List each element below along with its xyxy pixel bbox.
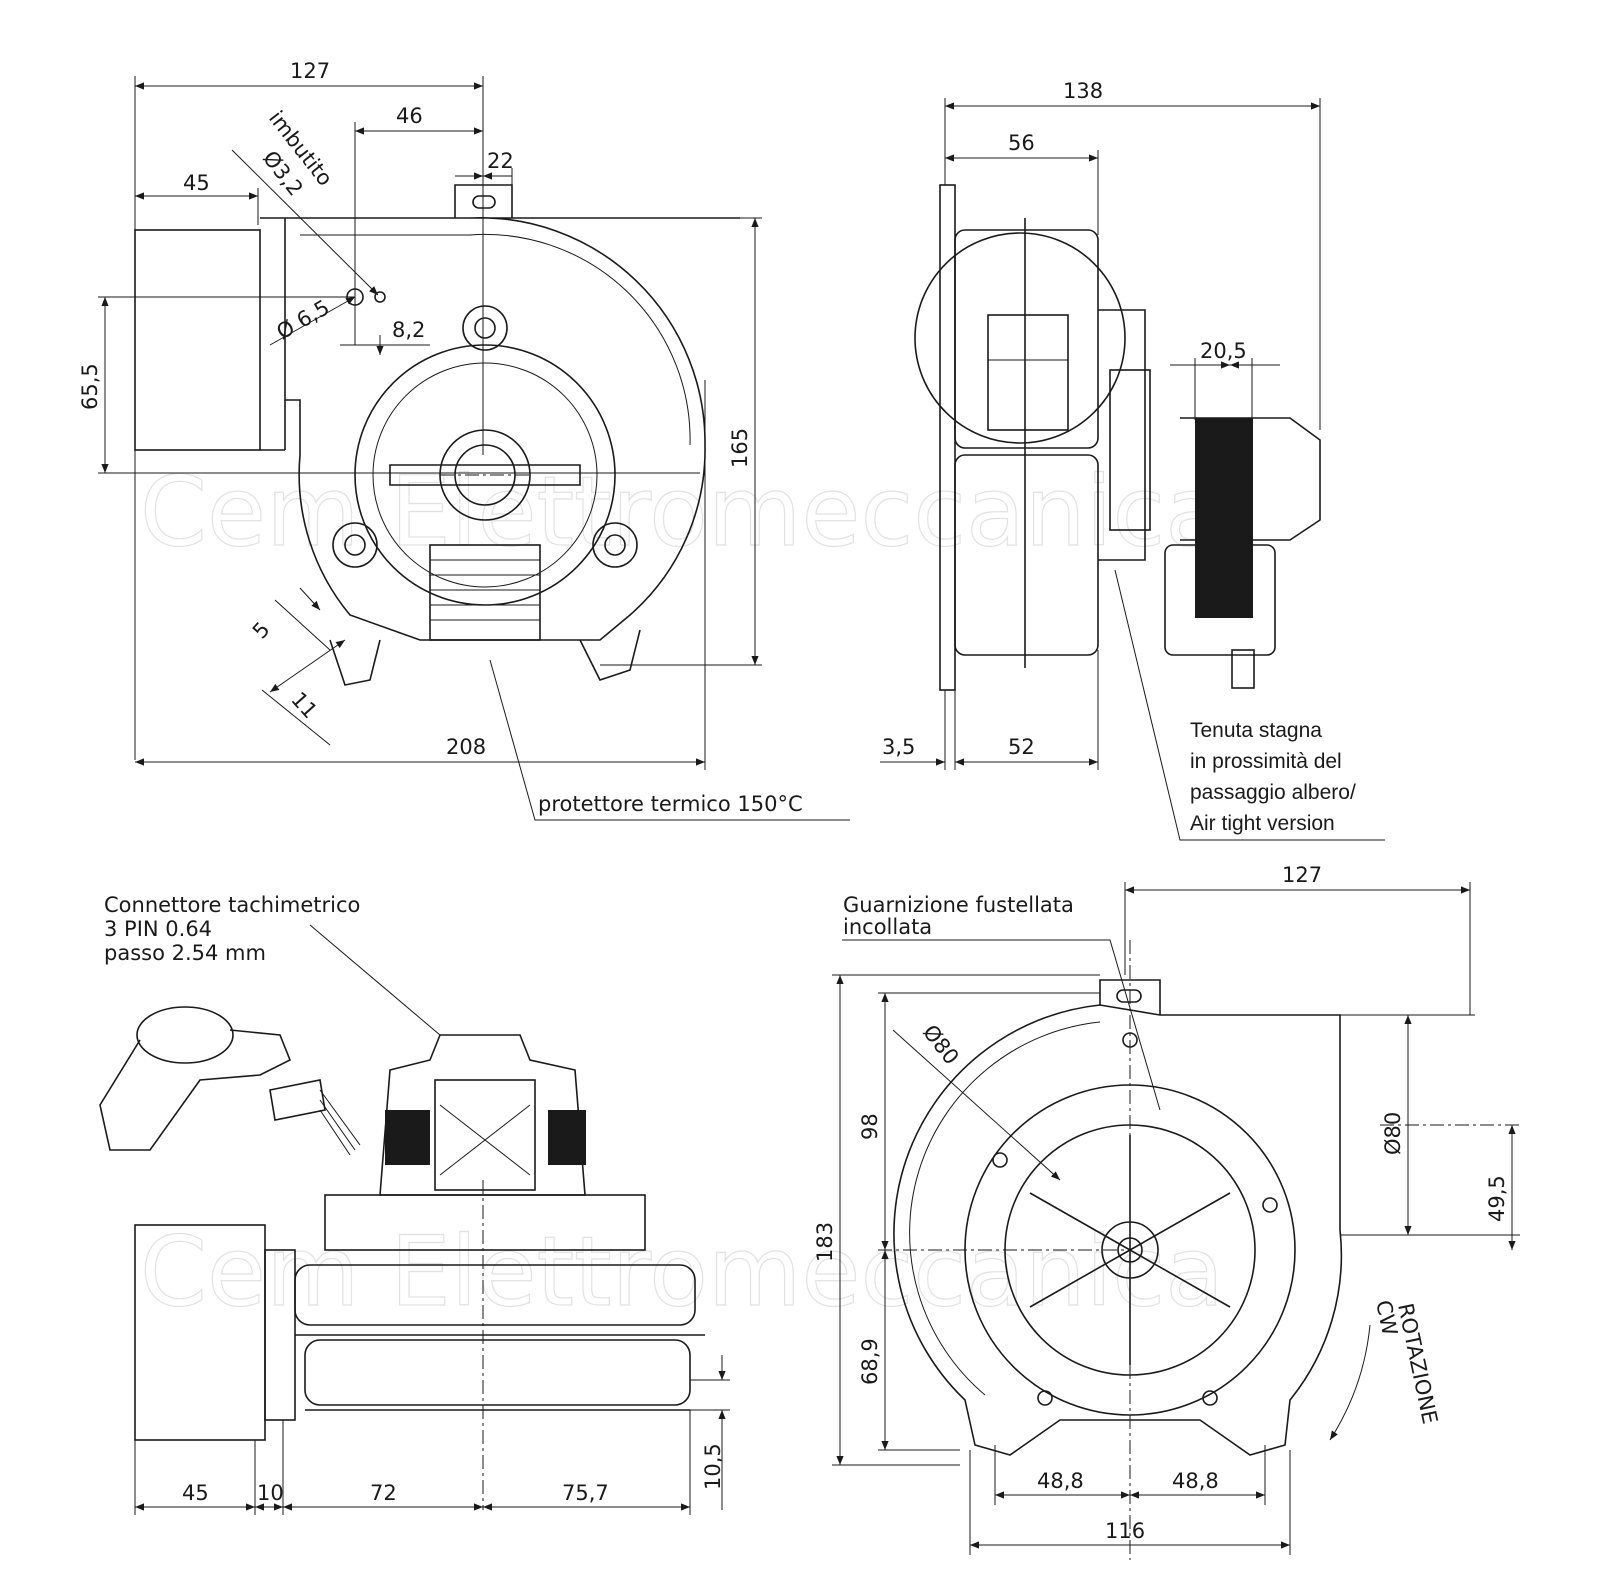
watermark-bottom: Cem Elettromeccanica — [140, 1216, 1224, 1328]
dim-165: 165 — [728, 428, 752, 468]
dim-655: 65,5 — [78, 363, 102, 410]
note-airtight-1: Tenuta stagna — [1190, 719, 1322, 742]
dim-82: 8,2 — [392, 318, 425, 342]
bottom-left-view: Connettore tachimetrico 3 PIN 0.64 passo… — [99, 893, 730, 1515]
dim-d65: Ø 6,5 — [273, 295, 334, 344]
dim-46: 46 — [396, 104, 423, 128]
note-airtight-2: in prossimità del — [1190, 750, 1342, 773]
dim-495: 49,5 — [1485, 1175, 1509, 1222]
dim-116: 116 — [1105, 1519, 1145, 1543]
connector-label-1: Connettore tachimetrico — [104, 893, 360, 917]
rotation-label-1: ROTAZIONE — [1393, 1301, 1442, 1426]
rotation-label-2: CW — [1371, 1298, 1402, 1338]
dim-45: 45 — [183, 171, 210, 195]
bottom-right-view: Guarnizione fustellata incollata 127 Ø80… — [813, 863, 1520, 1560]
gasket-label-1: Guarnizione fustellata — [843, 893, 1074, 917]
dim-757: 75,7 — [562, 1481, 609, 1505]
dim-22: 22 — [487, 149, 514, 173]
dim-72: 72 — [370, 1481, 397, 1505]
label-thermal-protector: protettore termico 150°C — [538, 792, 803, 816]
dim-105: 10,5 — [701, 1443, 725, 1490]
dim-689: 68,9 — [858, 1338, 882, 1385]
dim-d80-impeller: Ø80 — [918, 1020, 964, 1069]
dim-488-right: 48,8 — [1172, 1469, 1219, 1493]
dim-98: 98 — [858, 1113, 882, 1140]
dim-45-bottom: 45 — [182, 1481, 209, 1505]
dim-183: 183 — [813, 1222, 837, 1262]
dim-127-br: 127 — [1282, 863, 1322, 887]
connector-label-3: passo 2.54 mm — [104, 941, 266, 965]
dim-56: 56 — [1008, 131, 1035, 155]
dim-35: 3,5 — [882, 735, 915, 759]
watermark-top: Cem Elettromeccanica — [140, 456, 1224, 568]
dim-52: 52 — [1008, 735, 1035, 759]
front-view: 127 46 22 45 imbutito Ø3,2 Ø 6,5 8,2 65,… — [78, 59, 850, 821]
note-airtight-3: passaggio albero/ — [1190, 781, 1356, 804]
dim-11: 11 — [286, 687, 322, 723]
note-airtight-4: Air tight version — [1190, 812, 1335, 835]
dim-208: 208 — [446, 735, 486, 759]
connector-label-2: 3 PIN 0.64 — [104, 917, 212, 941]
dim-5: 5 — [248, 617, 275, 643]
dim-205: 20,5 — [1200, 339, 1247, 363]
dim-10: 10 — [257, 1481, 284, 1505]
dim-d80-outlet: Ø80 — [1381, 1112, 1405, 1155]
dim-488-left: 48,8 — [1037, 1469, 1084, 1493]
dim-138: 138 — [1063, 79, 1103, 103]
gasket-label-2: incollata — [843, 915, 932, 939]
dim-127: 127 — [290, 59, 330, 83]
side-view: 138 56 20,5 3,5 52 Tenuta stagna in pros… — [880, 79, 1385, 841]
